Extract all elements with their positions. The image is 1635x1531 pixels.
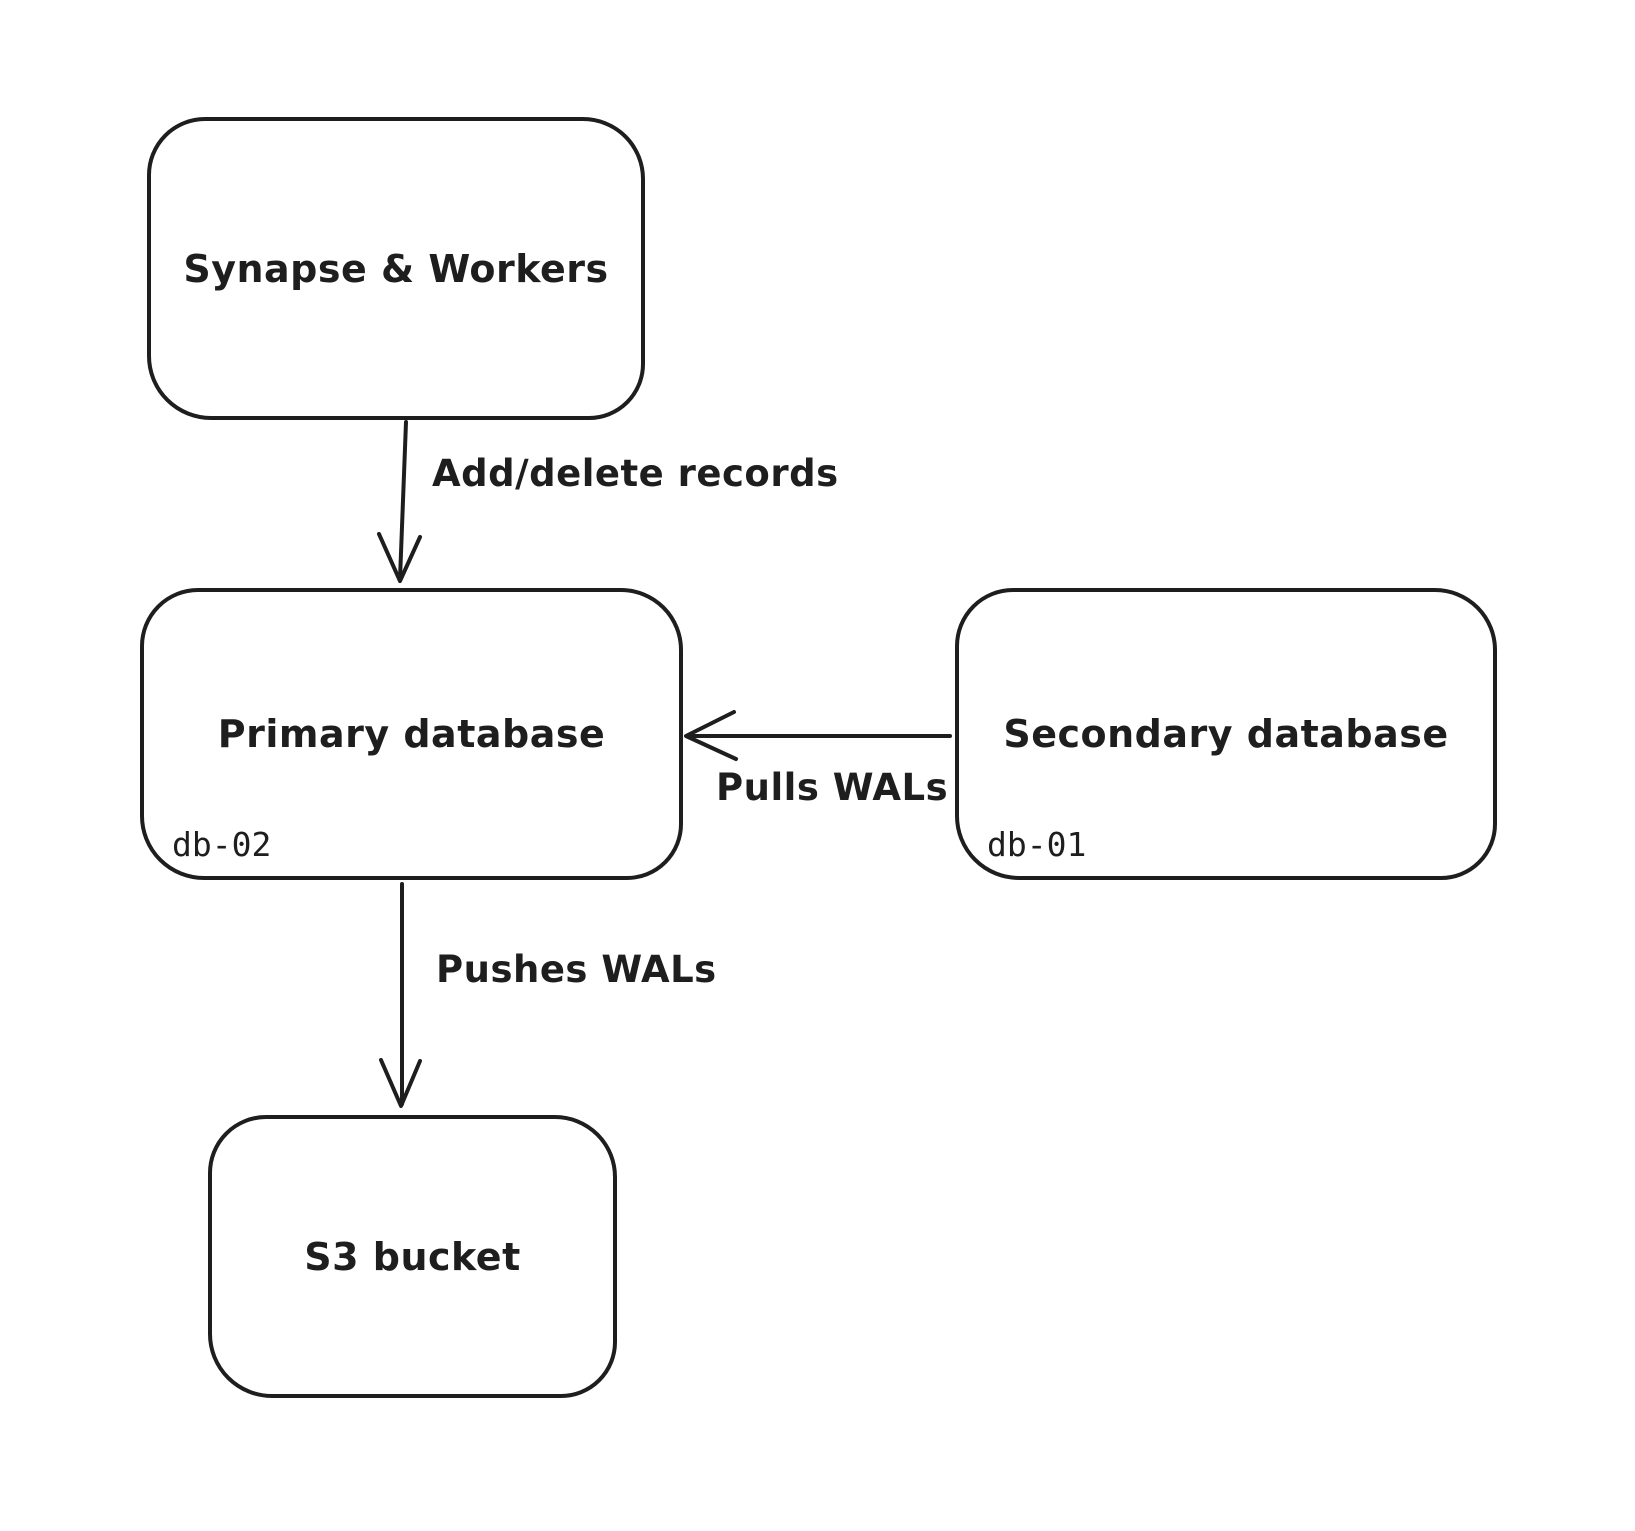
edge-label-pulls-wals: Pulls WALs [716,766,949,809]
node-synapse-workers[interactable]: Synapse & Workers [147,117,645,420]
arrow-head-icon [684,710,738,761]
node-label: Primary database [217,712,606,756]
arrow-head-icon [377,532,422,583]
arrow-head-icon [379,1058,422,1108]
arrow-secondary-to-primary[interactable] [684,710,952,761]
node-id-label: db-01 [987,825,1087,864]
node-s3-bucket[interactable]: S3 bucket [208,1115,617,1398]
node-primary-database[interactable]: Primary database db-02 [140,588,683,880]
node-label: S3 bucket [304,1234,521,1279]
edge-label-add-delete-records: Add/delete records [432,452,839,495]
node-label: Secondary database [1003,712,1449,756]
node-label: Synapse & Workers [183,246,609,291]
edge-label-pushes-wals: Pushes WALs [436,948,717,991]
arrow-primary-to-s3[interactable] [379,882,422,1108]
arrow-synapse-to-primary[interactable] [377,420,422,583]
node-secondary-database[interactable]: Secondary database db-01 [955,588,1497,880]
node-id-label: db-02 [172,825,272,864]
arrow-shaft [398,420,408,581]
